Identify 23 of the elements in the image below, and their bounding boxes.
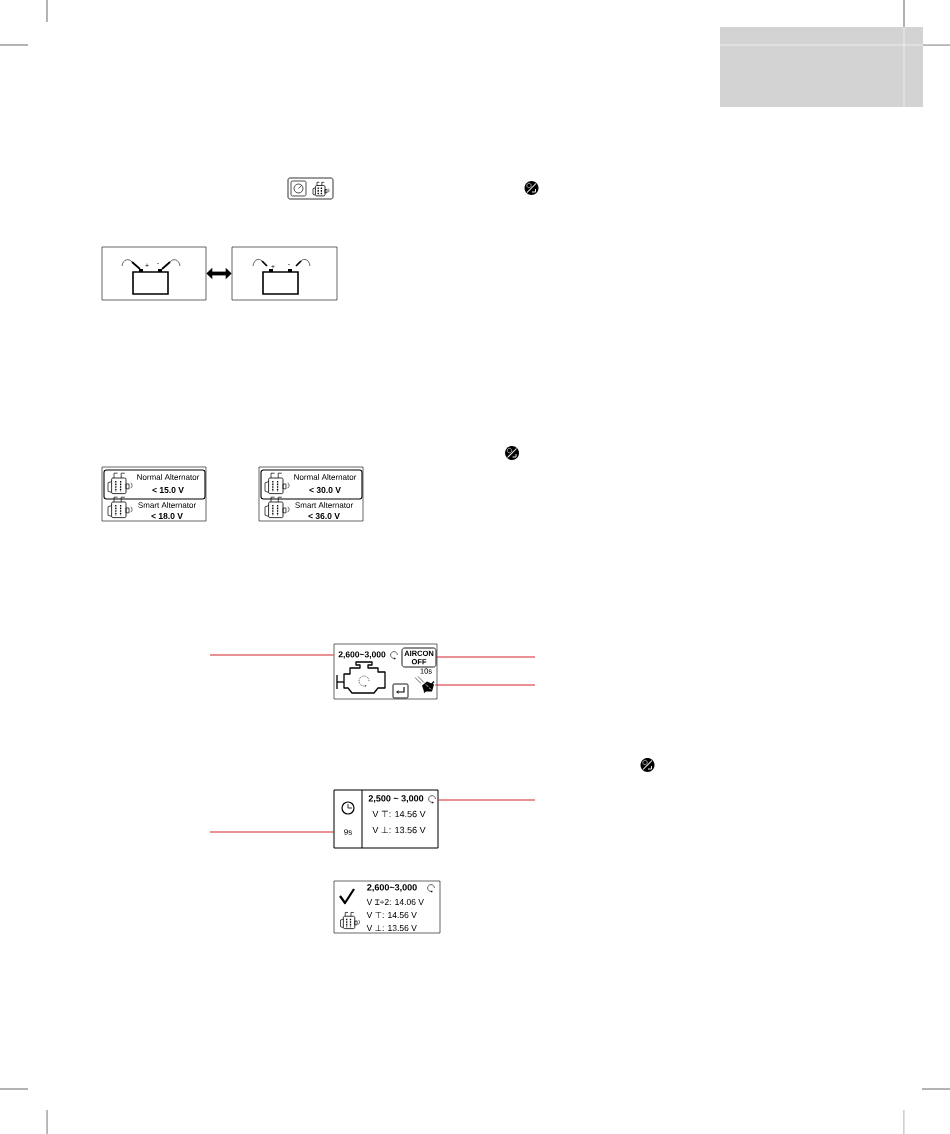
double-arrow bbox=[206, 267, 232, 280]
voltage-reading: V ⌶÷2: 14.06 V bbox=[366, 899, 424, 905]
alternator-label: Normal Alternator bbox=[137, 474, 200, 480]
leader-line bbox=[209, 831, 335, 833]
leader-line bbox=[435, 656, 536, 658]
voltage-limit: < 30.0 V bbox=[309, 487, 341, 493]
alternator-label: Smart Alternator bbox=[295, 502, 353, 508]
alternator-label: Normal Alternator bbox=[294, 474, 357, 480]
voltage-reading: V ⊥: 13.56 V bbox=[366, 925, 417, 931]
rpm-range: 2,600~3,000 bbox=[367, 884, 417, 892]
leader-line bbox=[434, 684, 536, 686]
rpm-range: 2,500 ~ 3,000 bbox=[368, 795, 424, 803]
alternator-label: Smart Alternator bbox=[138, 502, 196, 508]
voltage-reading: V ⊤: 14.56 V bbox=[366, 912, 417, 918]
leader-line bbox=[437, 799, 536, 801]
voltage-limit: < 15.0 V bbox=[152, 487, 184, 493]
voltage-reading: V ⊥: 13.56 V bbox=[372, 826, 426, 834]
leader-line bbox=[209, 654, 335, 656]
timer-value: 9s bbox=[344, 829, 352, 835]
voltage-limit: < 36.0 V bbox=[308, 513, 340, 519]
voltage-reading: V ⊤: 14.56 V bbox=[372, 810, 426, 818]
voltage-limit: < 18.0 V bbox=[151, 513, 183, 519]
rpm-range: 2,600~3,000 bbox=[338, 651, 386, 659]
